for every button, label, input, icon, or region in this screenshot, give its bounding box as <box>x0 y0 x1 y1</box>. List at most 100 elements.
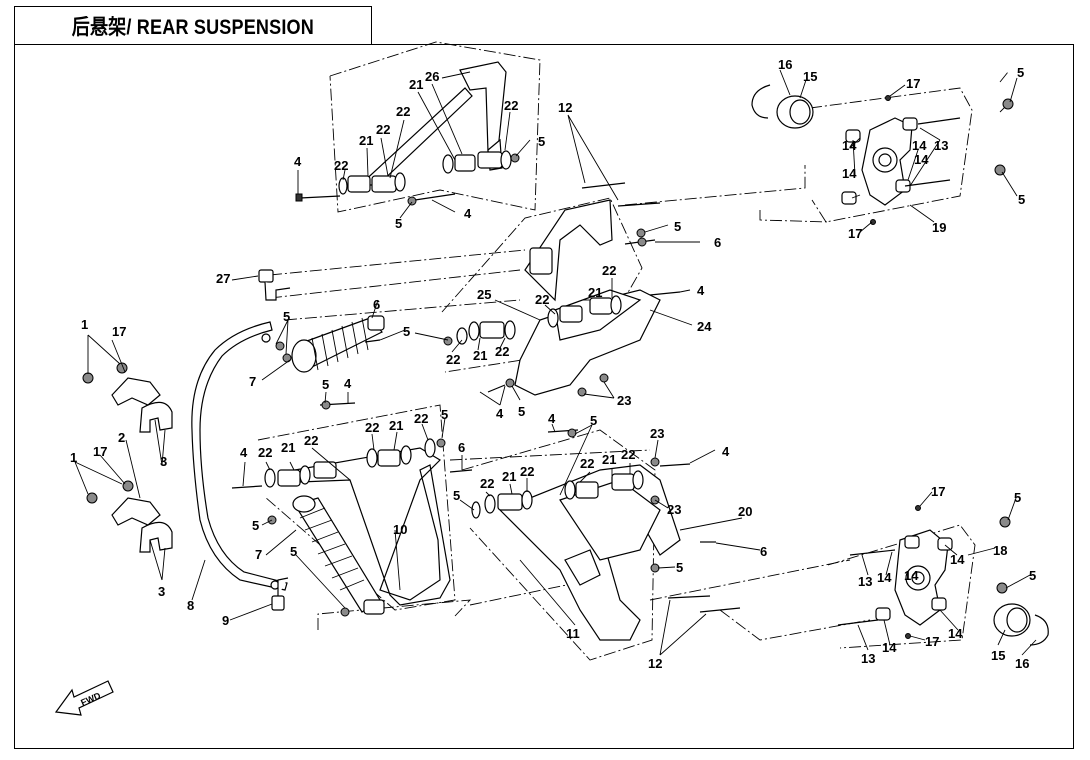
lower-shock-absorber <box>267 495 385 617</box>
callout-14: 14 <box>948 626 963 641</box>
callout-22: 22 <box>580 456 594 471</box>
callout-21: 21 <box>409 77 423 92</box>
callout-21: 21 <box>359 133 373 148</box>
callout-14: 14 <box>904 568 919 583</box>
callout-21: 21 <box>588 285 602 300</box>
callout-14: 14 <box>914 152 929 167</box>
callout-5: 5 <box>590 413 597 428</box>
callout-5: 5 <box>1029 568 1036 583</box>
diagram-frame <box>14 44 1074 749</box>
callout-17: 17 <box>906 76 920 91</box>
callout-15: 15 <box>991 648 1005 663</box>
callout-5: 5 <box>453 488 460 503</box>
callout-23: 23 <box>617 393 631 408</box>
callout-6: 6 <box>373 297 380 312</box>
callout-22: 22 <box>535 292 549 307</box>
page-title: 后悬架/ REAR SUSPENSION <box>71 15 315 39</box>
upper-knuckle-assembly <box>751 84 1014 225</box>
callout-5: 5 <box>538 134 545 149</box>
callout-13: 13 <box>858 574 872 589</box>
callout-5: 5 <box>1018 192 1025 207</box>
callout-19: 19 <box>932 220 946 235</box>
callout-5: 5 <box>322 377 329 392</box>
callout-22: 22 <box>446 352 460 367</box>
callout-6: 6 <box>458 440 465 455</box>
callout-21: 21 <box>602 452 616 467</box>
upper-arm-assembly <box>443 199 681 397</box>
callout-1: 1 <box>70 450 77 465</box>
lower-link-assembly <box>231 400 473 606</box>
stabilizer-bar <box>191 321 288 591</box>
callout-5: 5 <box>676 560 683 575</box>
callout-24: 24 <box>697 319 712 334</box>
callout-5: 5 <box>403 324 410 339</box>
callout-17: 17 <box>931 484 945 499</box>
callout-10: 10 <box>393 522 407 537</box>
callout-3: 3 <box>160 454 167 469</box>
callout-25: 25 <box>477 287 491 302</box>
callout-labels: 1 17 2 3 1 17 3 8 9 27 5 7 6 5 4 22 21 2… <box>70 57 1036 671</box>
leader-lines <box>74 69 1037 656</box>
callout-4: 4 <box>722 444 730 459</box>
callout-5: 5 <box>674 219 681 234</box>
callout-14: 14 <box>877 570 892 585</box>
upper-shock-absorber <box>275 315 385 373</box>
callout-14: 14 <box>842 166 857 181</box>
callout-4: 4 <box>496 406 504 421</box>
long-bolts <box>581 182 741 613</box>
callout-14: 14 <box>842 138 857 153</box>
callout-5: 5 <box>441 407 448 422</box>
callout-22: 22 <box>365 420 379 435</box>
callout-5: 5 <box>1014 490 1021 505</box>
callout-5: 5 <box>290 544 297 559</box>
callout-5: 5 <box>518 404 525 419</box>
callout-21: 21 <box>281 440 295 455</box>
callout-22: 22 <box>396 104 410 119</box>
callout-20: 20 <box>738 504 752 519</box>
upper-link-assembly <box>295 61 520 206</box>
callout-14: 14 <box>912 138 927 153</box>
callout-22: 22 <box>520 464 534 479</box>
callout-22: 22 <box>621 447 635 462</box>
callout-3: 3 <box>158 584 165 599</box>
callout-4: 4 <box>548 411 556 426</box>
callout-7: 7 <box>255 547 262 562</box>
callout-16: 16 <box>1015 656 1029 671</box>
callout-1: 1 <box>81 317 88 332</box>
stabilizer-links <box>258 269 291 611</box>
callout-16: 16 <box>778 57 792 72</box>
callout-5: 5 <box>1017 65 1024 80</box>
callout-8: 8 <box>187 598 194 613</box>
callout-22: 22 <box>334 158 348 173</box>
callout-21: 21 <box>502 469 516 484</box>
lower-arm-assembly <box>471 428 716 641</box>
callout-5: 5 <box>283 309 290 324</box>
callout-22: 22 <box>495 344 509 359</box>
callout-17: 17 <box>848 226 862 241</box>
title-box: 后悬架/ REAR SUSPENSION <box>14 6 372 45</box>
callout-9: 9 <box>222 613 229 628</box>
callout-4: 4 <box>240 445 248 460</box>
fwd-arrow: FWD <box>54 680 114 716</box>
callout-22: 22 <box>414 411 428 426</box>
callout-4: 4 <box>344 376 352 391</box>
callout-22: 22 <box>304 433 318 448</box>
callout-5: 5 <box>395 216 402 231</box>
callout-5: 5 <box>252 518 259 533</box>
callout-7: 7 <box>249 374 256 389</box>
stabilizer-clamps <box>82 362 173 553</box>
callout-14: 14 <box>950 552 965 567</box>
callout-22: 22 <box>504 98 518 113</box>
callout-17: 17 <box>112 324 126 339</box>
callout-23: 23 <box>650 426 664 441</box>
callout-21: 21 <box>473 348 487 363</box>
callout-18: 18 <box>993 543 1007 558</box>
callout-6: 6 <box>760 544 767 559</box>
callout-21: 21 <box>389 418 403 433</box>
callout-11: 11 <box>566 626 580 641</box>
callout-22: 22 <box>376 122 390 137</box>
callout-27: 27 <box>216 271 230 286</box>
callout-17: 17 <box>925 634 939 649</box>
callout-13: 13 <box>934 138 948 153</box>
